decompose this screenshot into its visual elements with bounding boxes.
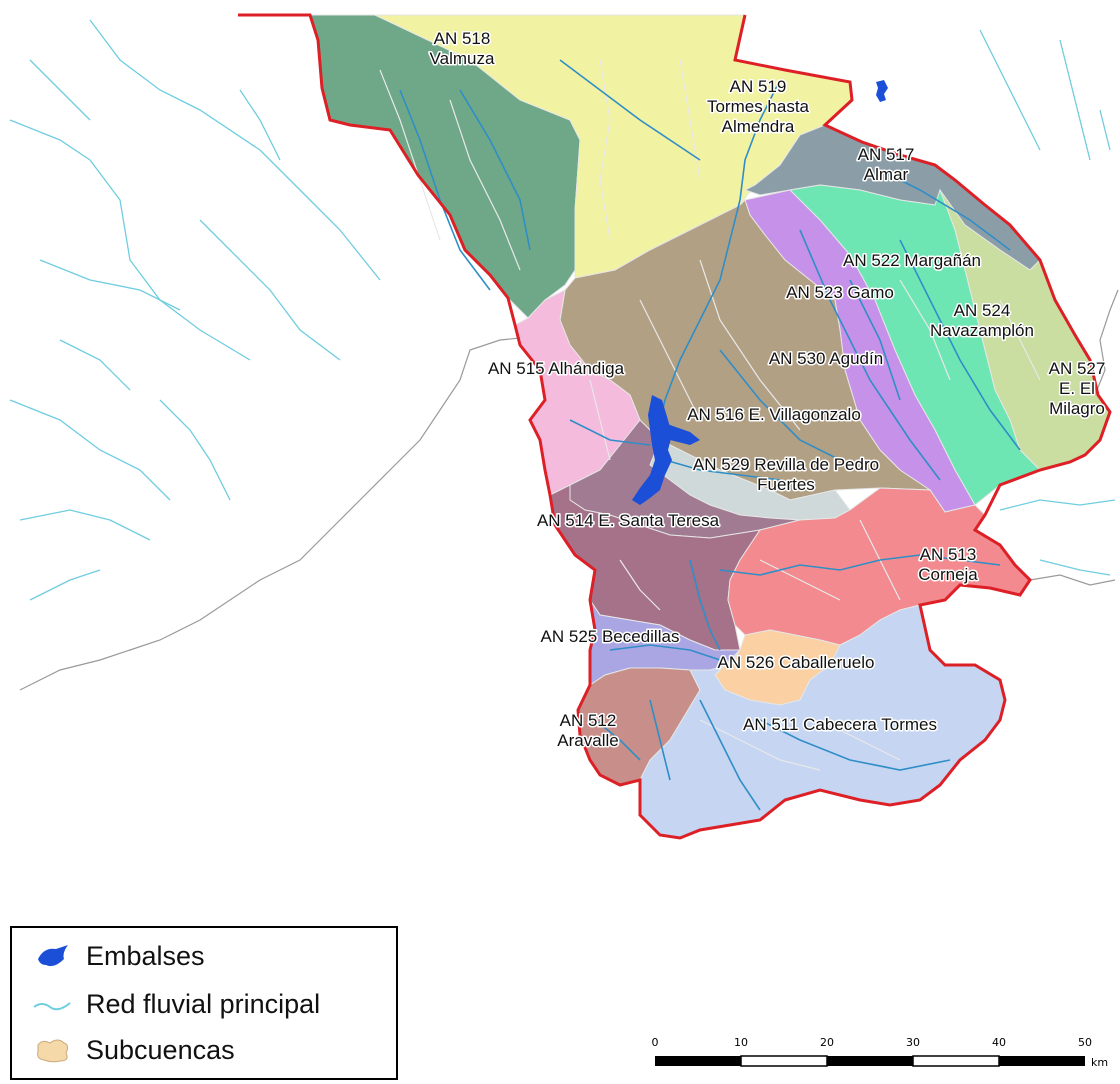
scale-seg-5 bbox=[999, 1056, 1085, 1066]
label-subbasin-515: AN 515 Alhándiga bbox=[488, 359, 625, 378]
scale-tick-label: 50 bbox=[1078, 1036, 1092, 1049]
scale-ticks: 0 10 20 30 40 50 bbox=[652, 1036, 1093, 1049]
label-subbasin-522: AN 522 Margañán bbox=[843, 251, 981, 270]
internal-drainage bbox=[379, 59, 1041, 771]
label-subbasin-511: AN 511 Cabecera Tormes bbox=[743, 715, 937, 734]
river-icon bbox=[33, 1002, 71, 1011]
label-subbasin-530: AN 530 Agudín bbox=[769, 349, 883, 368]
scale-tick-label: 40 bbox=[992, 1036, 1006, 1049]
basin-boundary bbox=[238, 13, 1112, 840]
scale-bar: 0 10 20 30 40 50 km bbox=[652, 1036, 1109, 1069]
scale-seg-4 bbox=[912, 1055, 1000, 1067]
legend-label-river: Red fluvial principal bbox=[86, 988, 321, 1019]
label-subbasin-526: AN 526 Caballeruelo bbox=[718, 653, 875, 672]
reservoir-villagonzalo bbox=[658, 420, 700, 445]
admin-boundary-line bbox=[19, 337, 521, 691]
legend-item-subbasin: Subcuencas bbox=[32, 1032, 235, 1068]
legend-label-subbasin: Subcuencas bbox=[86, 1034, 235, 1065]
subbasin-icon bbox=[37, 1039, 69, 1063]
scale-seg-3 bbox=[827, 1056, 913, 1066]
reservoir-layer bbox=[632, 80, 888, 505]
outer-rivers bbox=[9, 19, 1116, 601]
scale-seg-1 bbox=[655, 1056, 741, 1066]
inner-rivers bbox=[399, 59, 1021, 811]
legend-item-river: Red fluvial principal bbox=[32, 986, 320, 1022]
admin-boundary-line-east bbox=[1029, 574, 1116, 586]
label-subbasin-523: AN 523 Gamo bbox=[786, 283, 894, 302]
map-legend: Embalses Red fluvial principal Subcuenca… bbox=[10, 926, 398, 1080]
scale-tick-label: 10 bbox=[734, 1036, 748, 1049]
scale-unit: km bbox=[1091, 1056, 1108, 1069]
reservoir-icon bbox=[38, 945, 68, 967]
legend-label-reservoir: Embalses bbox=[86, 940, 205, 971]
label-subbasin-514: AN 514 E. Santa Teresa bbox=[537, 511, 720, 530]
admin-boundary-line-ne bbox=[1094, 289, 1119, 396]
scale-tick-label: 30 bbox=[906, 1036, 920, 1049]
scale-tick-label: 20 bbox=[820, 1036, 834, 1049]
scale-tick-label: 0 bbox=[652, 1036, 659, 1049]
subbasin-layer bbox=[309, 14, 1111, 839]
reservoir-north bbox=[876, 80, 888, 102]
label-subbasin-525: AN 525 Becedillas bbox=[541, 627, 680, 646]
legend-item-reservoir: Embalses bbox=[32, 938, 205, 974]
label-subbasin-516: AN 516 E. Villagonzalo bbox=[687, 405, 861, 424]
scale-seg-2 bbox=[740, 1055, 828, 1067]
